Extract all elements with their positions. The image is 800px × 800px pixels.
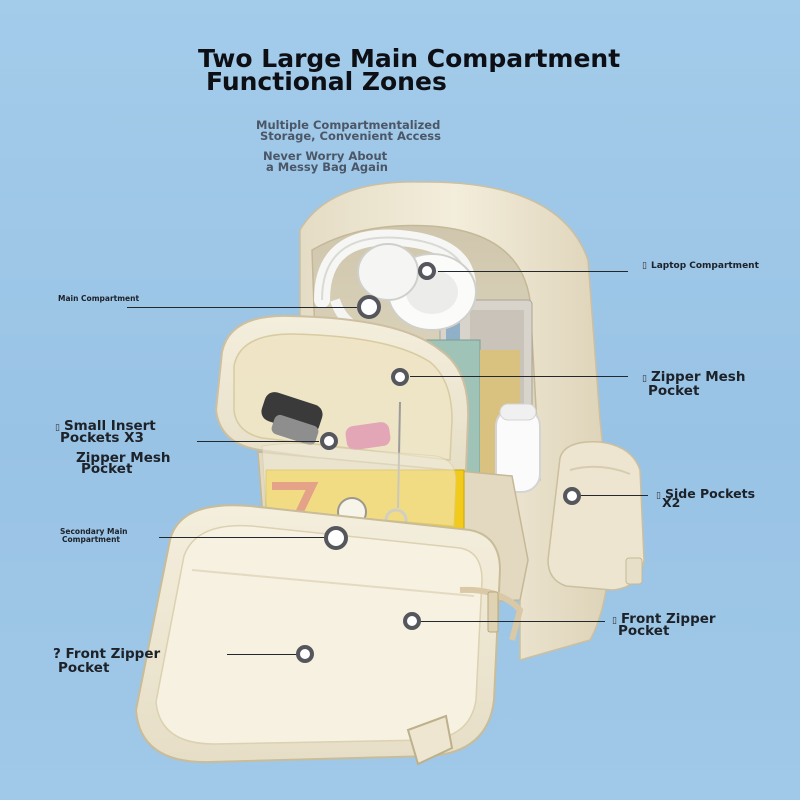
label-front-zipper-left-line-2: Pocket [58, 660, 110, 676]
label-small-insert-line-4: Pocket [81, 461, 133, 477]
label-secondary-main-line-2: Compartment [62, 535, 121, 544]
marker-small-insert [320, 432, 338, 450]
label-zipper-mesh-line-2: Pocket [648, 383, 700, 399]
subtitle-line-3: Never Worry About [263, 149, 388, 163]
label-front-zipper-right-line-2: Pocket [618, 623, 670, 639]
label-small-insert-line-3: Zipper Mesh [76, 450, 171, 466]
marker-side-pockets [563, 487, 581, 505]
square-icon: ▯ [642, 261, 647, 271]
leader-line-laptop [438, 271, 628, 272]
leader-line-side-pockets [580, 495, 648, 496]
leader-line-front-zipper-left [227, 654, 297, 655]
leader-line-front-zipper-right [420, 621, 605, 622]
leader-line-small-insert [197, 441, 319, 442]
label-laptop-compartment: ▯Laptop Compartment [642, 261, 759, 271]
label-front-zipper-left-line-1: ? Front Zipper [53, 646, 161, 662]
label-main-compartment: Main Compartment [58, 294, 140, 303]
subtitle-line-4: a Messy Bag Again [266, 160, 388, 174]
marker-main [357, 295, 381, 319]
title-line-2: Functional Zones [206, 67, 447, 96]
unknown-glyph-icon: ? [53, 646, 61, 662]
title-line-1: Two Large Main Compartment [198, 44, 621, 73]
label-secondary-main-line-1: Secondary Main [60, 527, 128, 536]
square-icon: ▯ [612, 616, 617, 626]
square-icon: ▯ [642, 374, 647, 384]
marker-front-zipper-left [296, 645, 314, 663]
leader-line-secondary-main [159, 537, 324, 538]
subtitle-line-1: Multiple Compartmentalized [256, 118, 441, 132]
leader-line-main [127, 307, 357, 308]
label-small-insert-line-2: Pockets X3 [60, 430, 144, 446]
label-small-insert-line-1: ▯Small Insert [55, 418, 156, 434]
label-side-pockets-line-2: X2 [662, 495, 681, 510]
square-icon: ▯ [656, 491, 661, 501]
marker-zipper-mesh [391, 368, 409, 386]
marker-secondary-main [324, 526, 348, 550]
marker-front-zipper-right [403, 612, 421, 630]
leader-line-zipper-mesh [410, 376, 628, 377]
label-side-pockets-line-1: ▯Side Pockets [656, 486, 756, 502]
square-icon: ▯ [55, 423, 60, 433]
marker-laptop [418, 262, 436, 280]
label-front-zipper-right-line-1: ▯Front Zipper [612, 611, 716, 627]
label-zipper-mesh-line-1: ▯Zipper Mesh [642, 369, 746, 385]
subtitle-line-2: Storage, Convenient Access [260, 129, 441, 143]
